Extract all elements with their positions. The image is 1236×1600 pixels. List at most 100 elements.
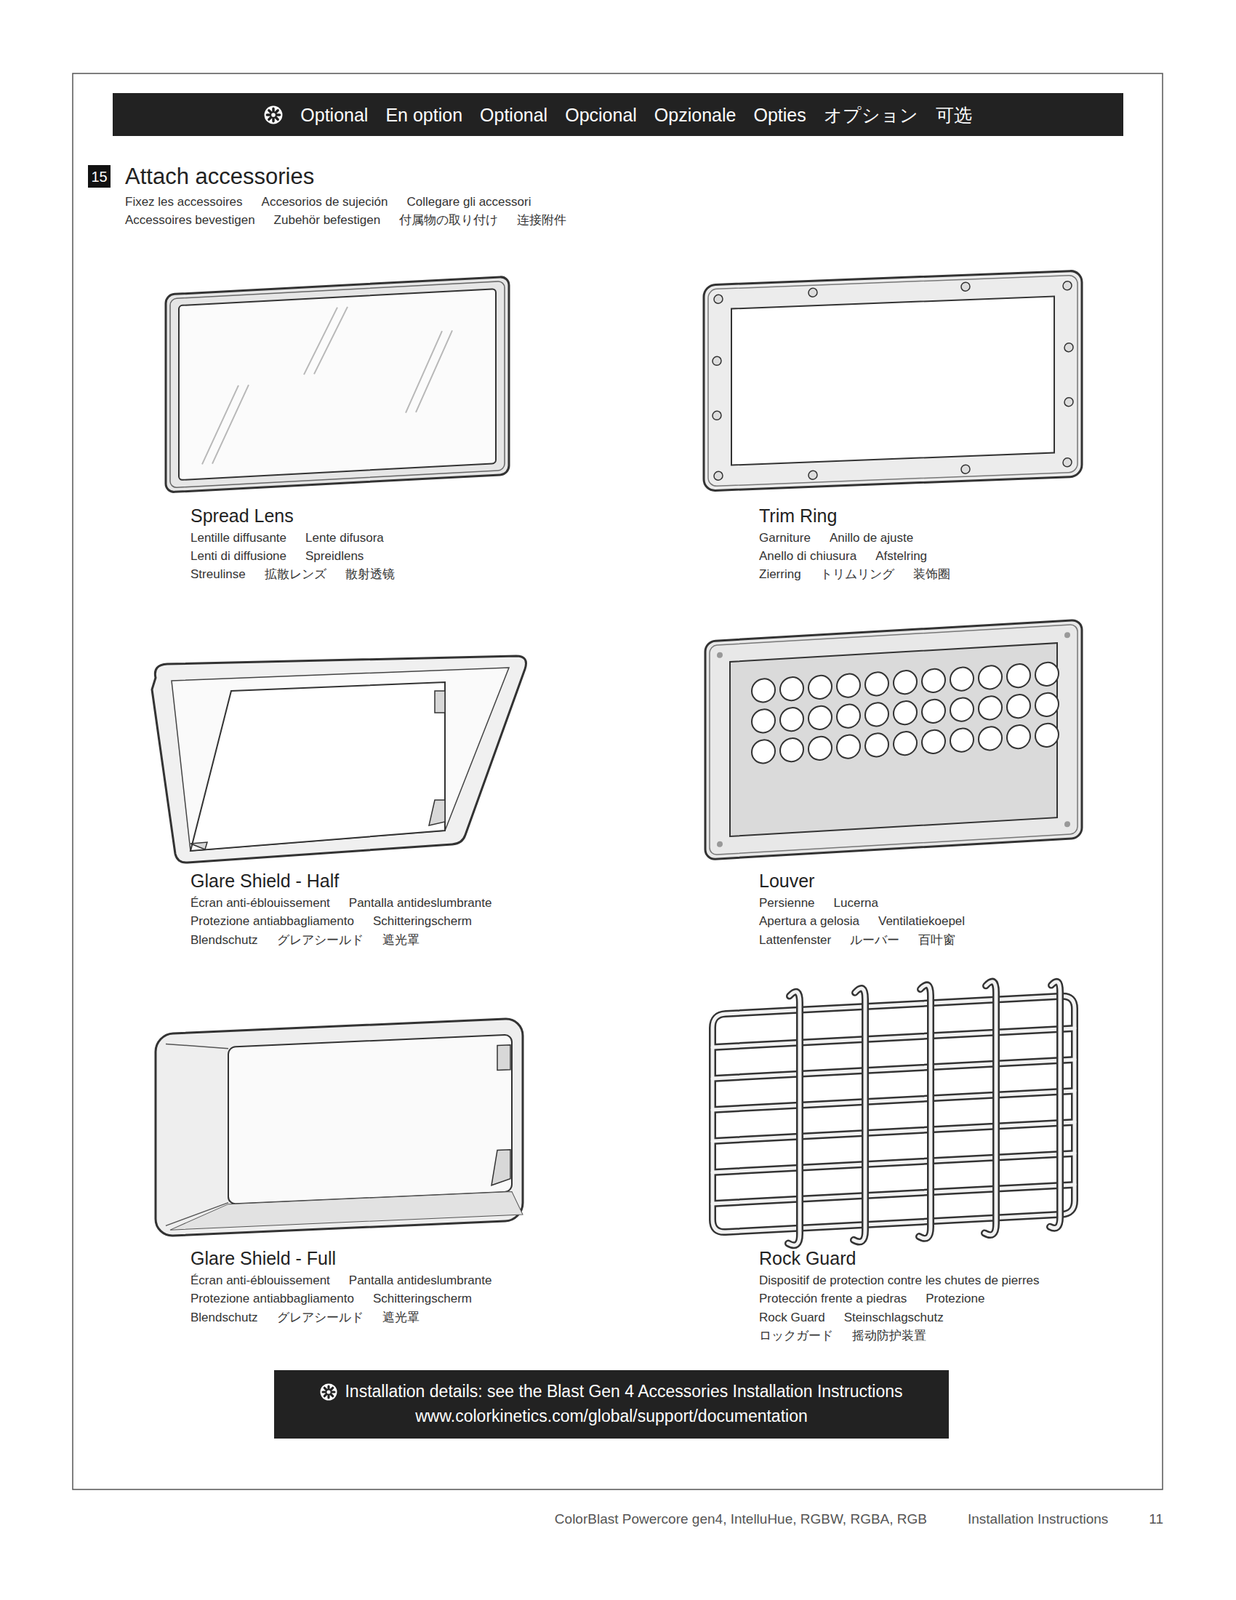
louver-drawing-part-part xyxy=(751,677,776,703)
label-row: Spread Lens xyxy=(190,504,294,527)
louver-drawing-part-part xyxy=(978,664,1002,690)
louver-drawing-part-part xyxy=(780,706,804,732)
optional-icon-part xyxy=(322,1385,335,1398)
label-row: Glare Shield - Full xyxy=(190,1246,336,1269)
translation: Ventilatiekoepel xyxy=(878,913,965,929)
option-banner: OptionalEn optionOptionalOpcionalOpziona… xyxy=(112,93,1124,136)
label-row: Fixez les accessoires Accesorios de sujec… xyxy=(125,194,531,210)
label-row: ロックガード摇动防护装置 xyxy=(759,1328,927,1343)
louver-drawing xyxy=(705,619,1082,860)
translation: Lente difusora xyxy=(305,530,384,546)
glare-shield-full-drawing-part xyxy=(155,1017,523,1236)
louver-drawing-part-part xyxy=(865,732,889,757)
louver-drawing-part-part xyxy=(893,700,917,725)
translation: Protezione antiabbagliamento xyxy=(190,1291,355,1306)
translation: グレアシールド xyxy=(277,932,364,948)
louver-drawing-part-part xyxy=(865,671,889,696)
trim-ring-drawing xyxy=(703,270,1082,491)
translation: 遮光罩 xyxy=(382,1310,420,1325)
translation: ロックガード xyxy=(759,1328,834,1343)
louver-drawing-part-part xyxy=(716,841,723,848)
translation: 连接附件 xyxy=(516,213,567,228)
step-number-box: 15 xyxy=(87,165,111,188)
trim-ring-drawing-part-part xyxy=(1064,396,1074,406)
translation: トリムリング xyxy=(820,567,895,582)
spread-lens-drawing xyxy=(165,276,509,493)
translation: Accesorios de sujeción xyxy=(261,194,389,210)
translation: Zierring xyxy=(759,567,802,582)
rock-guard-drawing-part xyxy=(788,977,1061,1246)
louver-drawing-part-part xyxy=(978,725,1002,751)
accessory-name: Rock Guard xyxy=(759,1246,856,1269)
rock-guard-drawing-part-part xyxy=(712,1028,1075,1204)
louver-drawing-part-part xyxy=(808,735,832,761)
trim-ring-drawing-part-part xyxy=(961,282,970,291)
spread-lens-drawing-part xyxy=(165,276,509,493)
glare-shield-full-drawing-part xyxy=(170,1190,523,1230)
translation: Protezione xyxy=(925,1291,985,1306)
trim-ring-drawing-part-part xyxy=(1064,342,1074,352)
louver-drawing-part-part xyxy=(780,737,804,762)
rock-guard-drawing-part-part xyxy=(788,977,1061,1246)
translation: Schitteringscherm xyxy=(372,1291,472,1306)
option-word: Optional xyxy=(300,103,368,126)
accessory-name: Glare Shield - Full xyxy=(190,1246,336,1269)
label-row: Glare Shield - Half xyxy=(190,869,339,892)
trim-ring-drawing-part-part xyxy=(808,287,818,297)
louver-drawing-part-part xyxy=(836,673,861,698)
louver-drawing-part-part xyxy=(1064,820,1071,827)
label-row: Lentille diffusante Lente difusora xyxy=(190,530,384,546)
trim-ring-drawing-part-part xyxy=(712,356,722,365)
translation: Fixez les accessoires xyxy=(125,194,243,210)
label-row: Louver xyxy=(759,869,815,892)
label-row: Rock GuardSteinschlagschutz xyxy=(759,1310,944,1325)
label-row: GarnitureAnillo de ajuste xyxy=(759,530,914,546)
title-row: Attach accessories xyxy=(125,162,315,190)
label-row: Anello di chiusuraAfstelring xyxy=(759,548,927,564)
translation: 遮光罩 xyxy=(382,932,420,948)
louver-drawing-part-part xyxy=(808,705,832,730)
accessory-name: Louver xyxy=(759,869,815,892)
optional-icon-part xyxy=(327,1390,331,1394)
section-title: Attach accessories xyxy=(125,162,315,190)
translation: Zubehör befestigen xyxy=(274,213,381,228)
option-word: En option xyxy=(385,103,463,126)
label-row: Protezione antiabbagliamento Schitterings… xyxy=(190,913,472,929)
option-word: Opties xyxy=(753,103,806,126)
trim-ring-drawing-part-part xyxy=(712,410,722,420)
label-row: Trim Ring xyxy=(759,504,837,527)
label-row: Lenti di diffusioneSpreidlens xyxy=(190,548,364,564)
spread-lens-drawing-part xyxy=(202,301,453,464)
louver-drawing-part-part xyxy=(865,701,889,727)
louver-drawing-part-part xyxy=(780,676,804,701)
option-word: Opzionale xyxy=(654,103,737,126)
footer-text: ColorBlast Powercore gen4, IntelluHue, R… xyxy=(554,1510,927,1528)
label-row: Écran anti-éblouissementPantalla antides… xyxy=(190,1273,492,1288)
louver-drawing-part-part xyxy=(950,727,974,753)
translation: Lentille diffusante xyxy=(190,530,287,546)
translation: Collegare gli accessori xyxy=(406,194,531,210)
info-note: Installation details: see the Blast Gen … xyxy=(344,1381,903,1402)
spread-lens-drawing-part xyxy=(170,281,505,488)
glare-shield-half-drawing xyxy=(151,655,527,863)
louver-drawing-part-part xyxy=(1006,724,1031,749)
translation: Blendschutz xyxy=(190,932,259,948)
louver-drawing-part-part xyxy=(836,734,861,760)
translation: Schitteringscherm xyxy=(372,913,472,929)
translation: Anello di chiusura xyxy=(759,548,857,564)
translation: Protección frente a piedras xyxy=(759,1291,907,1306)
label-row: Rock Guard xyxy=(759,1246,856,1269)
trim-ring-drawing-part xyxy=(703,270,1082,491)
accessory-name: Spread Lens xyxy=(190,504,294,527)
translation: Protezione antiabbagliamento xyxy=(190,913,355,929)
louver-drawing-part-part xyxy=(751,738,776,764)
option-word: Opcional xyxy=(564,103,637,126)
translation: Pantalla antideslumbrante xyxy=(348,1273,493,1288)
option-word: オプション xyxy=(823,103,919,126)
glare-shield-full-drawing-part xyxy=(165,1041,229,1226)
louver-drawing-part xyxy=(709,623,1078,855)
rock-guard-drawing-part-part xyxy=(712,1028,1075,1204)
rock-guard-drawing-part xyxy=(788,977,1061,1246)
